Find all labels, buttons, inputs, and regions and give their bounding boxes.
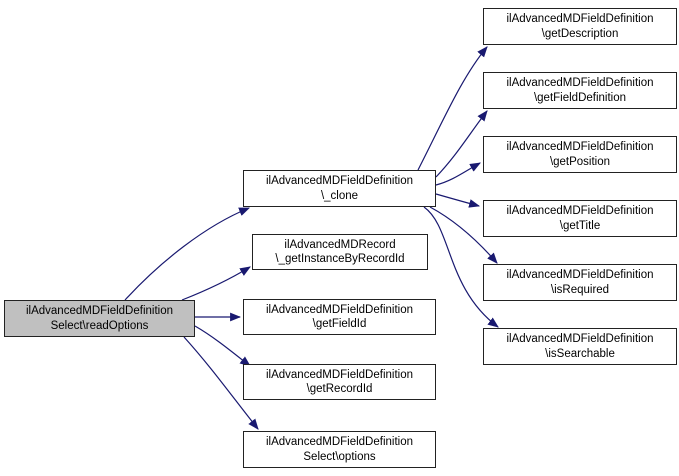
node-getposition-line1: ilAdvancedMDFieldDefinition (506, 141, 654, 153)
node-getrecordid-line2: \getRecordId (306, 383, 373, 395)
node-gettitle-line2: \getTitle (559, 219, 601, 232)
node-clone-line2: \_clone (320, 189, 359, 202)
node-gettitle-line1: ilAdvancedMDFieldDefinition (506, 205, 654, 217)
edge-clone-to-gettitle (435, 193, 481, 208)
node-getrecordid-line1: ilAdvancedMDFieldDefinition (265, 368, 413, 381)
edge-readoptions-to-getrecordid (194, 325, 251, 367)
node-issearchable[interactable]: ilAdvancedMDFieldDefinition \isSearchabl… (483, 328, 677, 365)
node-isrequired-line1: ilAdvancedMDFieldDefinition (506, 269, 654, 281)
node-getdescription-line1: ilAdvancedMDFieldDefinition (506, 13, 654, 25)
node-issearchable-line1: ilAdvancedMDFieldDefinition (506, 333, 654, 345)
edge-clone-to-getfielddefinition (435, 110, 488, 178)
node-gettitle[interactable]: ilAdvancedMDFieldDefinition \getTitle (483, 200, 677, 237)
node-readoptions: ilAdvancedMDFieldDefinition Select\readO… (4, 300, 195, 337)
node-options-line2: Select\options (303, 450, 376, 463)
node-options[interactable]: ilAdvancedMDFieldDefinition Select\optio… (243, 431, 436, 468)
node-getfieldid-line1: ilAdvancedMDFieldDefinition (265, 303, 413, 316)
node-readoptions-line2: Select\readOptions (50, 319, 149, 332)
node-getdescription-line2: \getDescription (541, 27, 619, 40)
node-getinstancebyrecordid[interactable]: ilAdvancedMDRecord \_getInstanceByRecord… (252, 234, 428, 270)
node-getfielddefinition-line2: \getFieldDefinition (533, 91, 627, 104)
edge-readoptions-to-clone (124, 207, 251, 301)
node-getposition-line2: \getPosition (549, 155, 611, 168)
node-clone-line1: ilAdvancedMDFieldDefinition (265, 175, 413, 187)
node-clone[interactable]: ilAdvancedMDFieldDefinition \_clone (243, 170, 436, 207)
node-getinstancebyrecordid-line1: ilAdvancedMDRecord (284, 238, 396, 251)
edge-clone-to-getposition (435, 162, 481, 186)
node-getfieldid-line2: \getFieldId (312, 318, 367, 330)
node-isrequired[interactable]: ilAdvancedMDFieldDefinition \isRequired (483, 264, 677, 301)
node-isrequired-line2: \isRequired (550, 283, 610, 296)
node-options-line1: ilAdvancedMDFieldDefinition (265, 436, 413, 448)
node-getinstancebyrecordid-line2: \_getInstanceByRecordId (275, 253, 405, 265)
edge-readoptions-to-getinstance (181, 266, 251, 301)
node-getfieldid[interactable]: ilAdvancedMDFieldDefinition \getFieldId (243, 299, 436, 335)
node-getfielddefinition-line1: ilAdvancedMDFieldDefinition (506, 77, 654, 89)
node-getposition[interactable]: ilAdvancedMDFieldDefinition \getPosition (483, 136, 677, 173)
node-readoptions-line1: ilAdvancedMDFieldDefinition (25, 305, 173, 317)
node-getrecordid[interactable]: ilAdvancedMDFieldDefinition \getRecordId (243, 364, 436, 400)
node-getdescription[interactable]: ilAdvancedMDFieldDefinition \getDescript… (483, 8, 677, 45)
edge-clone-to-getdescription (417, 46, 488, 171)
node-issearchable-line2: \isSearchable (545, 347, 615, 360)
node-getfielddefinition[interactable]: ilAdvancedMDFieldDefinition \getFieldDef… (483, 72, 677, 109)
